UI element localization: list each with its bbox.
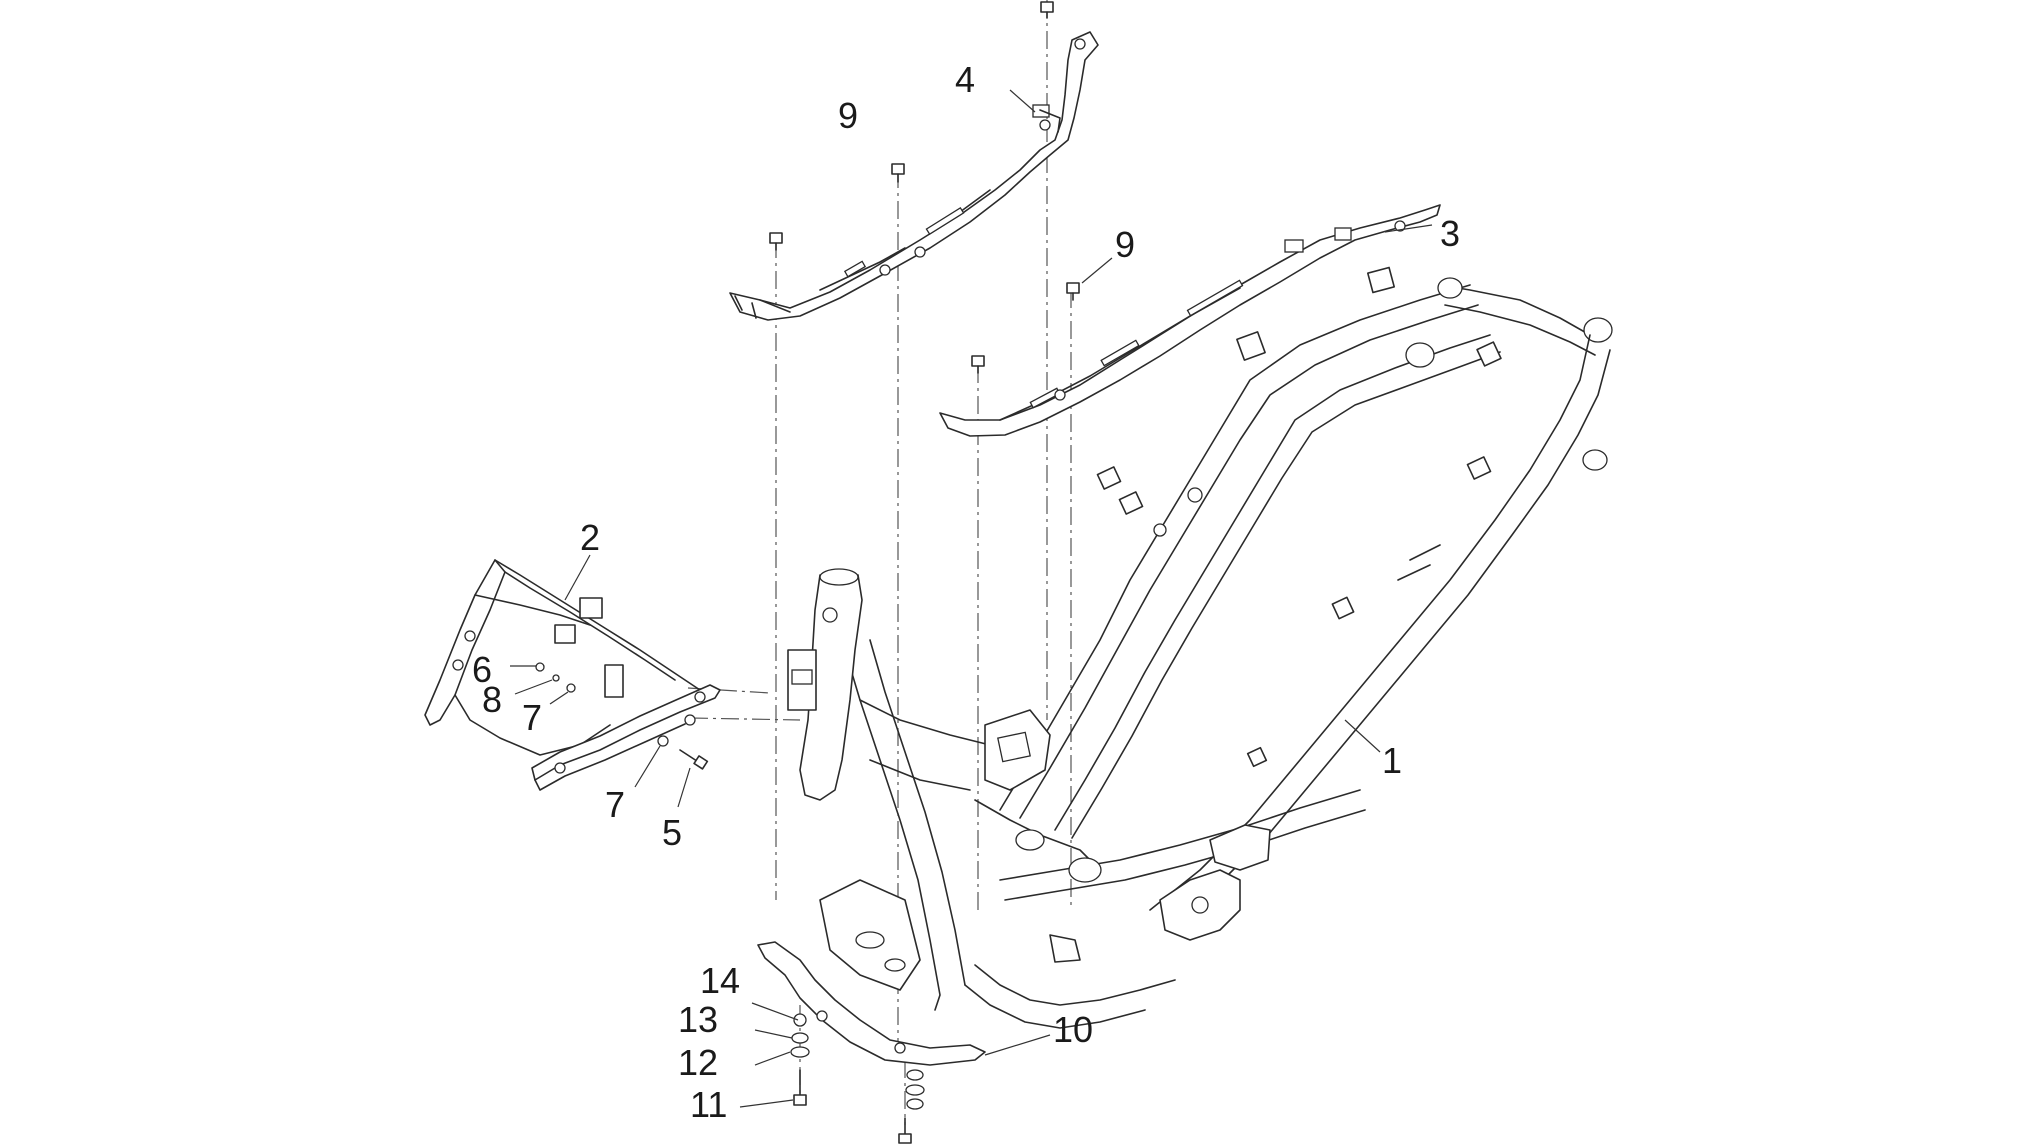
callout-7-upper: 7 (522, 697, 542, 738)
callout-1: 1 (1382, 740, 1402, 781)
washer-8 (552, 674, 560, 682)
callout-4: 4 (955, 59, 975, 100)
callout-5: 5 (662, 812, 682, 853)
fasteners (535, 1, 1080, 1144)
callout-12: 12 (678, 1042, 718, 1083)
part-3-right-upper-rail (939, 204, 1441, 437)
callout-14: 14 (700, 960, 740, 1001)
part-2-front-bracket (424, 559, 721, 791)
washer-6 (535, 662, 545, 672)
callout-10: 10 (1053, 1009, 1093, 1050)
callout-labels: 1 2 3 4 5 6 7 7 8 9 9 10 11 12 13 14 (472, 59, 1460, 1125)
part-10-lower-crossbar (757, 941, 986, 1066)
leader-lines (510, 89, 1433, 1108)
callout-3: 3 (1440, 213, 1460, 254)
bolt-top-a (769, 232, 783, 251)
part-1-main-frame (787, 266, 1613, 1029)
callout-7-lower: 7 (605, 784, 625, 825)
bolt-9-a (891, 163, 905, 183)
bolt-top-c (1040, 1, 1054, 19)
callout-6: 6 (472, 649, 492, 690)
bolt-9-b (1066, 282, 1080, 301)
callout-9-left: 9 (838, 95, 858, 136)
callout-9-right: 9 (1115, 224, 1135, 265)
washer-7b (657, 735, 669, 747)
bolt-top-b (971, 355, 985, 374)
callout-11: 11 (690, 1084, 727, 1125)
callout-2: 2 (580, 517, 600, 558)
callout-13: 13 (678, 999, 718, 1040)
callout-8: 8 (482, 679, 502, 720)
washer-7a (566, 683, 576, 693)
lower-right-stack (898, 1069, 925, 1144)
part-4-left-upper-rail (729, 31, 1099, 321)
lower-left-stack (790, 1013, 810, 1106)
bolt-5 (679, 749, 709, 770)
